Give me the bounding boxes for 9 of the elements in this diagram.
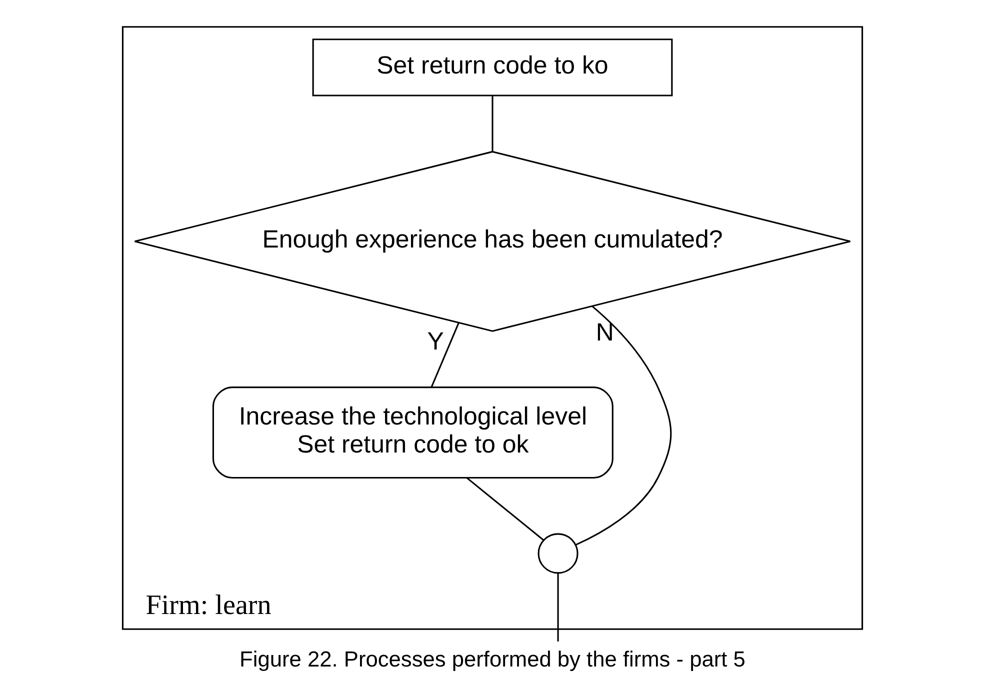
connector: [574, 306, 672, 546]
connector: [556, 573, 558, 642]
connector: [466, 477, 544, 541]
caption: Figure 22. Processes performed by the firms - part 5: [239, 646, 745, 672]
connector: [491, 96, 493, 152]
connector: [430, 322, 459, 388]
node-box: Set return code to ko: [312, 38, 672, 96]
node-box: Increase the technological level Set return code to ok: [212, 386, 613, 479]
node-circle: [537, 533, 578, 574]
